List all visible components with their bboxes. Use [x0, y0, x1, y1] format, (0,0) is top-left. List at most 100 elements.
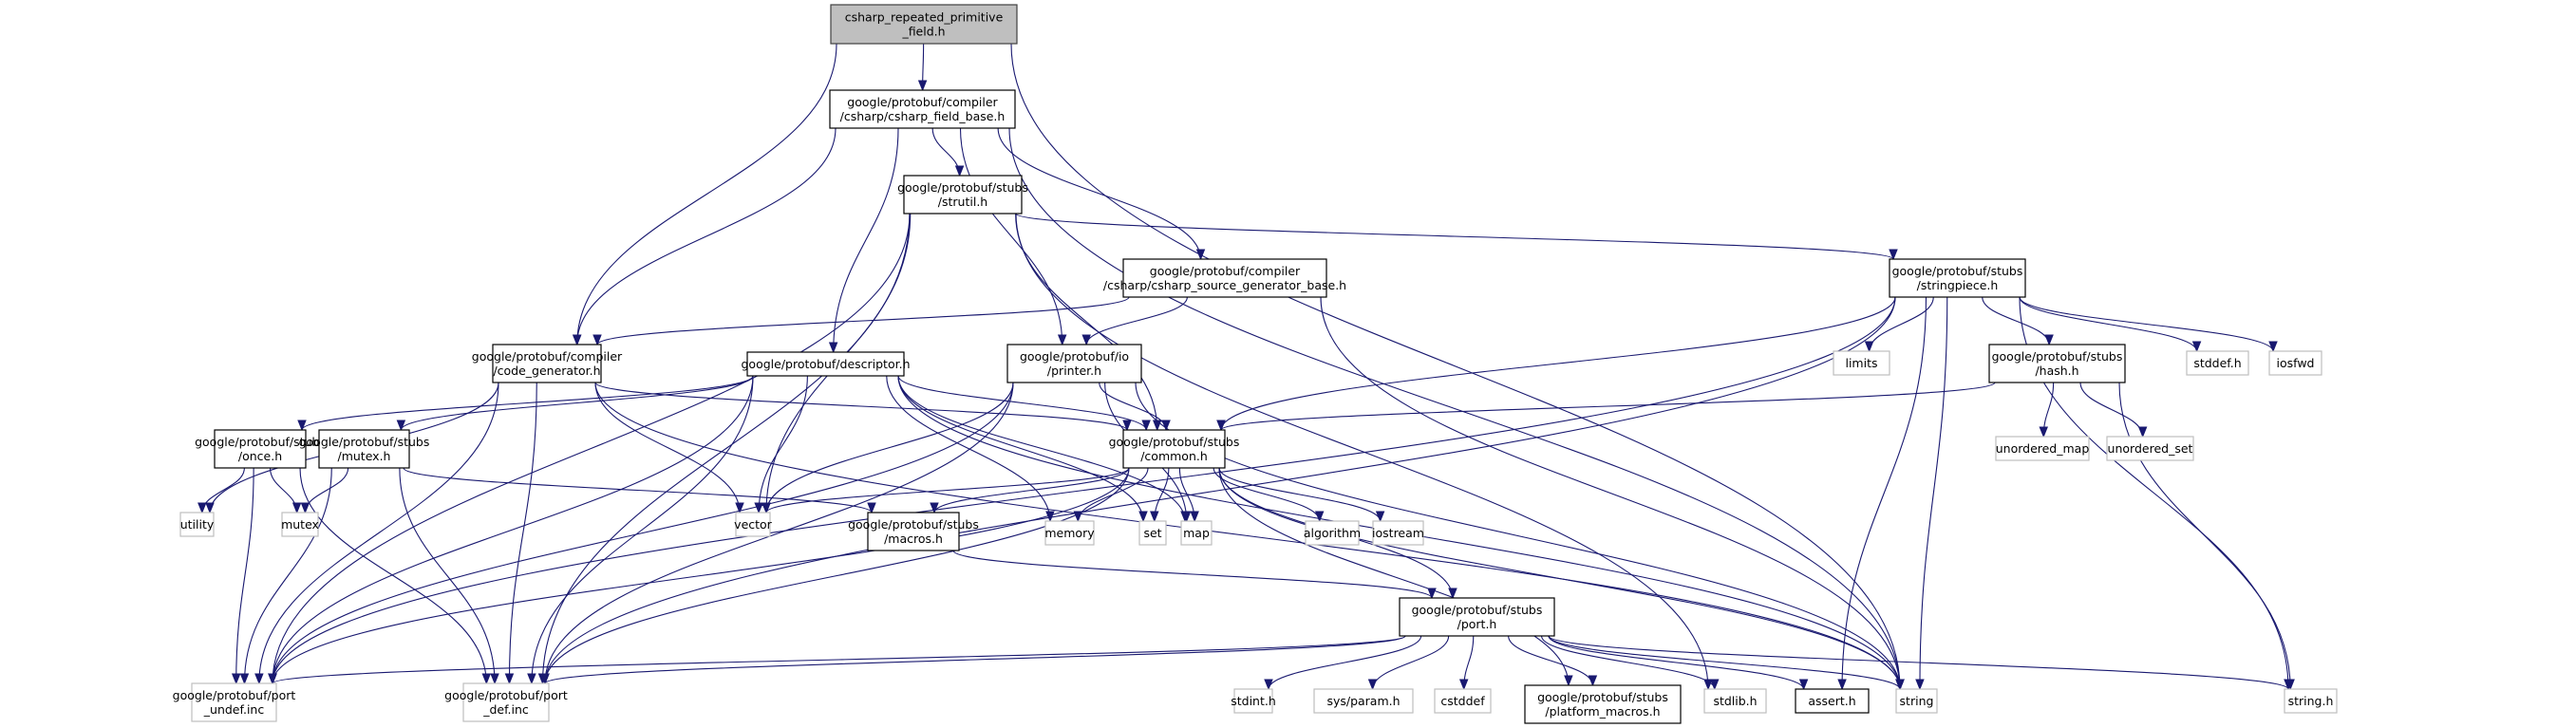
node-label: google/protobuf/port: [173, 688, 296, 702]
node-field-base[interactable]: google/protobuf/compiler/csharp/csharp_f…: [829, 89, 1016, 129]
edge-port-to-stdlib: [1540, 635, 1716, 690]
node-once[interactable]: google/protobuf/stubs/once.h: [195, 429, 326, 469]
node-label: google/protobuf/compiler: [847, 95, 998, 109]
node-box: [1006, 344, 1142, 383]
arrowhead-icon: [2284, 679, 2293, 691]
arrowhead-icon: [1895, 679, 1905, 691]
node-source-gen-base[interactable]: google/protobuf/compiler/csharp/csharp_s…: [1103, 258, 1346, 298]
node-box: [462, 682, 550, 722]
node-mutex-h[interactable]: google/protobuf/stubs/mutex.h: [299, 429, 430, 469]
node-label: vector: [734, 517, 773, 532]
node-label: set: [1143, 526, 1161, 540]
node-platform-macros[interactable]: google/protobuf/stubs/platform_macros.h: [1524, 684, 1682, 724]
edge-code_generator-to-string: [594, 382, 1901, 690]
arrowhead-icon: [930, 502, 939, 514]
arrowhead-icon: [1141, 420, 1151, 432]
node-label: iosfwd: [2277, 356, 2315, 370]
arrowhead-icon: [828, 342, 838, 354]
node-unordered-set: unordered_set: [2106, 436, 2194, 461]
arrowhead-icon: [1138, 511, 1148, 523]
node-label: google/protobuf/stubs: [195, 435, 326, 449]
node-label: google/protobuf/stubs: [848, 517, 979, 532]
node-box: [1988, 344, 2126, 383]
node-common[interactable]: google/protobuf/stubs/common.h: [1109, 429, 1240, 469]
node-stddef-h: stddef.h: [2186, 350, 2249, 376]
node-label: unordered_map: [1996, 441, 2090, 456]
edge-common-to-vector: [765, 467, 1130, 513]
node-box: [867, 512, 960, 551]
node-label: unordered_set: [2108, 441, 2193, 456]
edge-strutil-to-stringpiece: [1015, 213, 1894, 260]
node-box: [2268, 350, 2322, 376]
node-label: mutex: [281, 517, 319, 532]
node-stringpiece[interactable]: google/protobuf/stubs/stringpiece.h: [1889, 258, 2026, 298]
arrowhead-icon: [1122, 420, 1132, 432]
node-printer[interactable]: google/protobuf/io/printer.h: [1006, 344, 1142, 383]
node-box: [1795, 688, 1870, 714]
edge-mutex_h-to-macros: [403, 467, 873, 513]
arrowhead-icon: [572, 334, 582, 346]
node-box: [1833, 350, 1890, 376]
edge-root-to-string: [1010, 43, 1901, 690]
edge-hash-to-string_h: [2118, 382, 2291, 690]
edge-common-to-port_undef: [272, 467, 1130, 684]
node-string: string: [1895, 688, 1938, 714]
edge-strutil-to-stdlib: [1015, 213, 1709, 690]
arrowhead-icon: [1864, 341, 1874, 353]
edge-hash-to-unordered_set: [2079, 382, 2144, 438]
arrowhead-icon: [754, 502, 763, 514]
node-hash[interactable]: google/protobuf/stubs/hash.h: [1988, 344, 2126, 383]
edge-source_gen_base-to-string: [1320, 296, 1901, 690]
node-label: /code_generator.h: [493, 364, 600, 378]
arrowhead-icon: [2191, 341, 2202, 353]
edge-port-to-port_undef: [272, 635, 1406, 684]
node-port[interactable]: google/protobuf/stubs/port.h: [1399, 597, 1555, 637]
node-label: memory: [1044, 526, 1095, 540]
node-label: /csharp/csharp_field_base.h: [840, 109, 1006, 123]
arrowhead-icon: [867, 502, 876, 514]
node-cstddef: cstddef: [1434, 688, 1492, 714]
node-label: google/protobuf/stubs: [299, 435, 430, 449]
node-root[interactable]: csharp_repeated_primitive_field.h: [830, 4, 1018, 45]
node-macros[interactable]: google/protobuf/stubs/macros.h: [848, 512, 979, 551]
arrowhead-icon: [2044, 334, 2054, 346]
arrowhead-icon: [1152, 420, 1162, 432]
node-string-h: string.h: [2284, 688, 2338, 714]
node-box: [1703, 688, 1767, 714]
node-label: /mutex.h: [338, 449, 391, 463]
node-box: [1434, 688, 1492, 714]
node-descriptor[interactable]: google/protobuf/descriptor.h: [742, 351, 911, 377]
node-label: google/protobuf/compiler: [472, 349, 623, 364]
node-label: google/protobuf/stubs: [1412, 603, 1543, 617]
node-iosfwd: iosfwd: [2268, 350, 2322, 376]
node-label: google/protobuf/descriptor.h: [742, 357, 911, 371]
node-assert[interactable]: assert.h: [1795, 688, 1870, 714]
node-label: google/protobuf/io: [1020, 349, 1129, 364]
node-strutil[interactable]: google/protobuf/stubs/strutil.h: [897, 175, 1028, 215]
node-box: [492, 344, 602, 383]
arrowhead-icon: [1458, 679, 1469, 691]
arrowhead-icon: [239, 673, 250, 685]
arrowhead-icon: [1195, 249, 1206, 261]
arrowhead-icon: [1216, 420, 1226, 432]
edge-descriptor-to-map: [897, 375, 1186, 522]
node-memory: memory: [1044, 520, 1095, 546]
edge-once-to-port_undef: [235, 467, 254, 684]
edge-stringpiece-to-port_def: [544, 296, 1896, 684]
node-label: csharp_repeated_primitive: [845, 10, 1004, 25]
node-code-generator[interactable]: google/protobuf/compiler/code_generator.…: [472, 344, 623, 383]
node-box: [2106, 436, 2194, 461]
node-label: google/protobuf/stubs: [897, 180, 1028, 195]
edge-descriptor-to-port_undef: [272, 375, 754, 684]
edge-common-to-algorithm: [1213, 467, 1321, 522]
node-iostream: iostream: [1372, 520, 1424, 546]
arrowhead-icon: [762, 502, 771, 514]
edge-printer-to-port_def: [544, 382, 1014, 684]
node-label: stdint.h: [1231, 694, 1276, 708]
edge-field_base-to-printer: [959, 127, 1063, 345]
node-limits: limits: [1833, 350, 1890, 376]
arrowhead-icon: [527, 673, 536, 685]
node-sysparam: sys/param.h: [1313, 688, 1414, 714]
arrowhead-icon: [2137, 426, 2148, 439]
